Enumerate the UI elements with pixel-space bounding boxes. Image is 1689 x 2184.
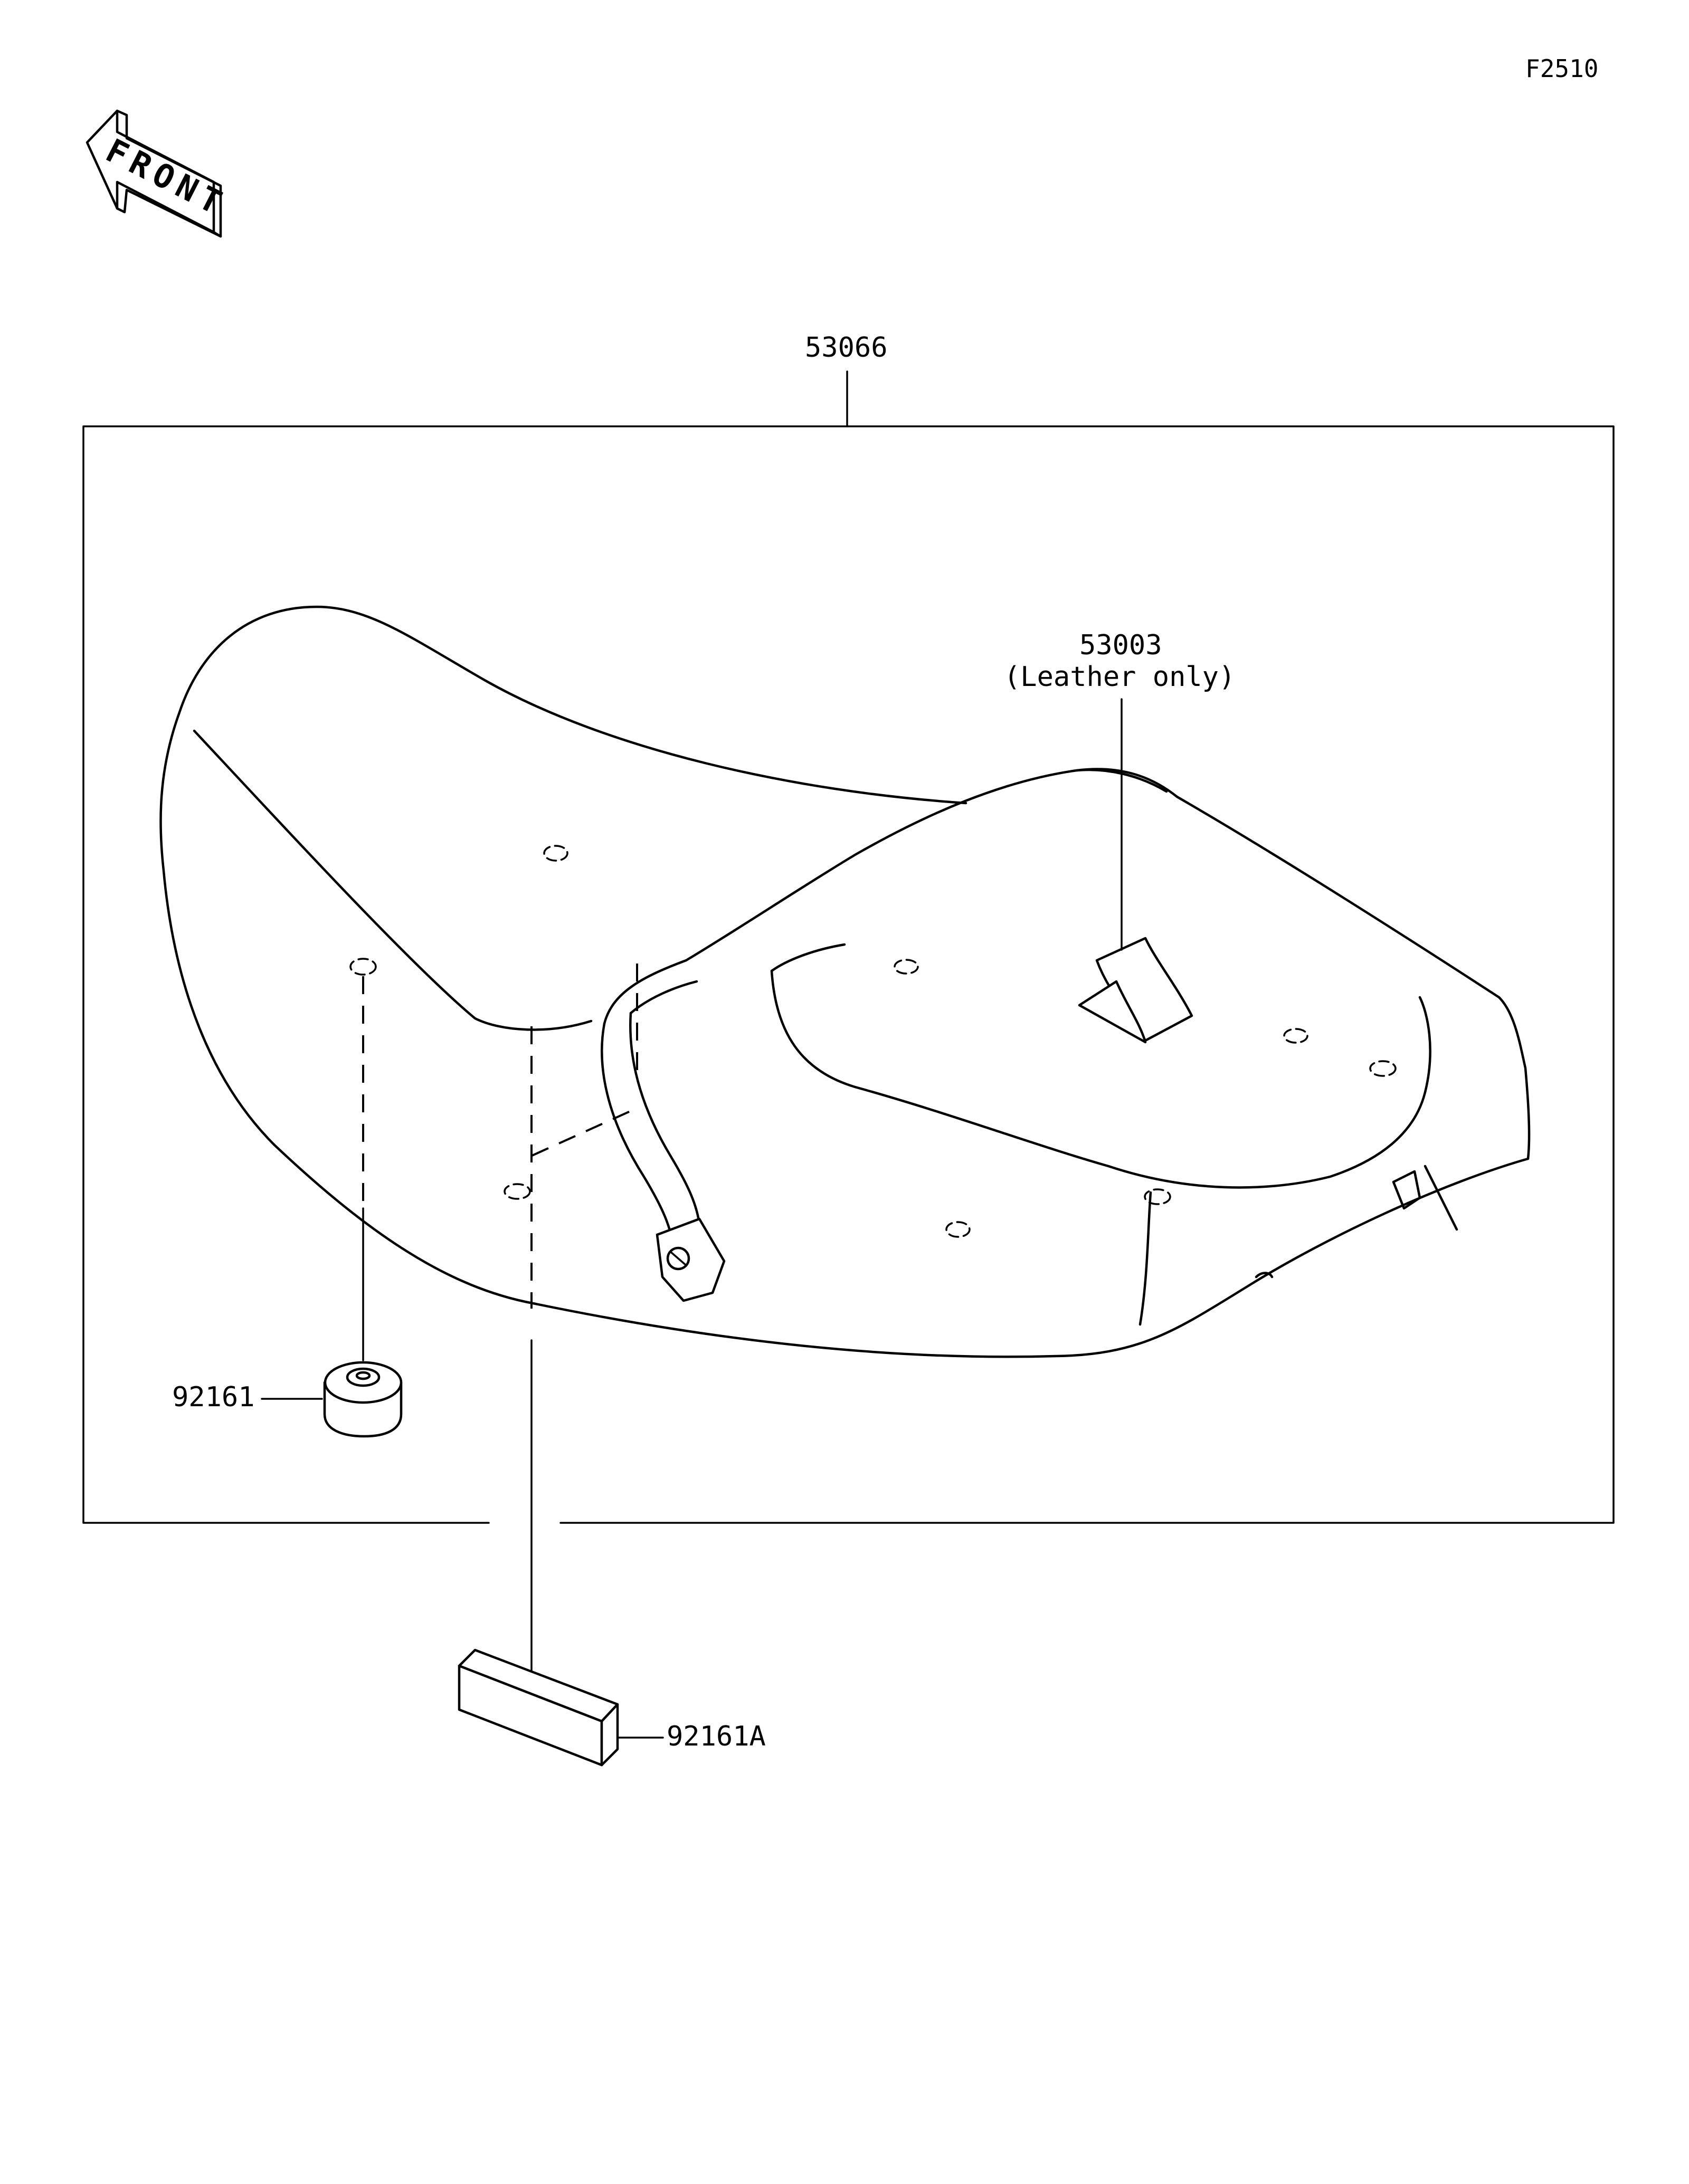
label-92161: 92161 (172, 1381, 255, 1413)
assembly-box (82, 425, 1615, 1524)
label-53003: 53003 (1079, 630, 1162, 661)
figure-id: F2510 (1525, 54, 1598, 83)
part-92161-drawing (323, 1361, 403, 1438)
label-53003-note: (Leather only) (1004, 661, 1235, 693)
part-92161A-drawing (458, 1648, 619, 1767)
seat-assembly-drawing (159, 605, 1531, 1358)
label-53066: 53066 (805, 332, 888, 364)
front-direction-arrow-icon: FRONT (86, 109, 233, 238)
label-92161A: 92161A (667, 1721, 766, 1752)
